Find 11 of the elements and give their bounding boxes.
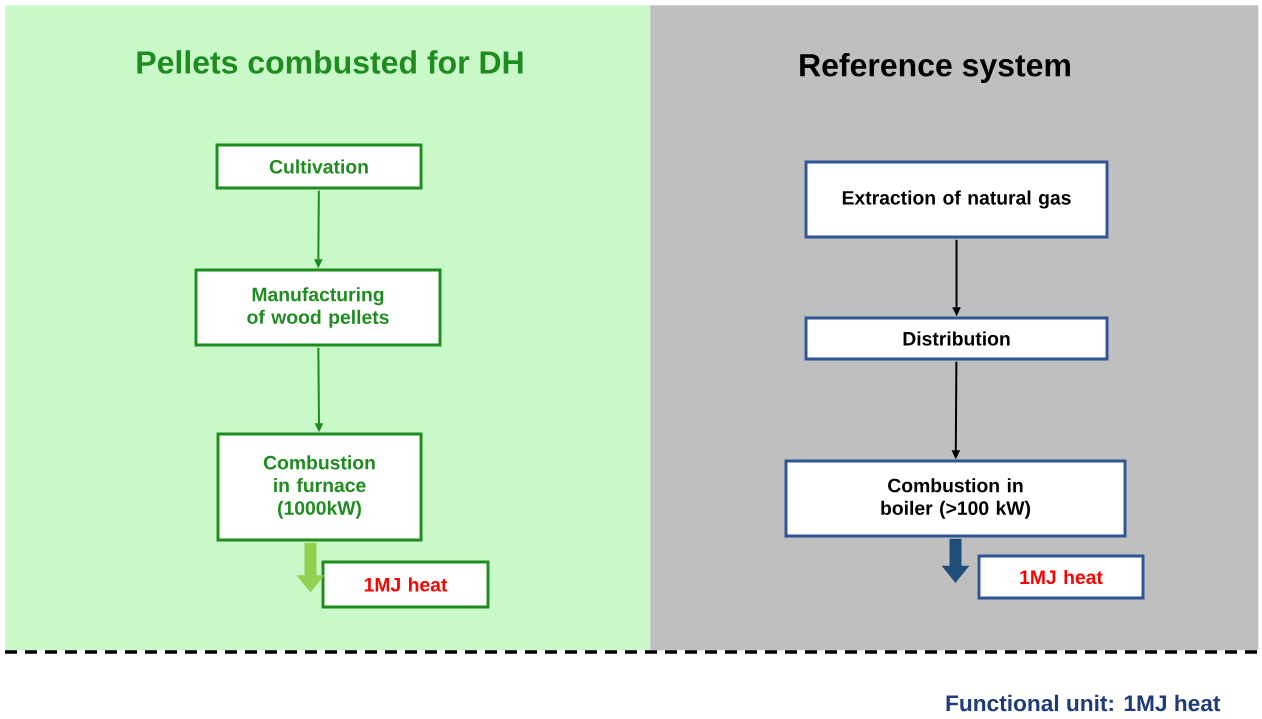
panel-heading: Pellets combusted for DH	[137, 50, 523, 74]
process-box: 1MJ heat	[977, 554, 1145, 600]
process-box: Combustion in furnace (1000kW)	[216, 432, 423, 542]
panel-heading: Reference system	[800, 53, 1070, 83]
process-box: Extraction of natural gas	[804, 160, 1109, 239]
note-text: Functional unit: 1MJ heat	[946, 694, 1221, 712]
process-box: Manufacturing of wood pellets	[194, 268, 442, 347]
process-box: Distribution	[804, 316, 1109, 361]
process-box: Combustion in boiler (>100 kW)	[784, 459, 1127, 538]
process-box: 1MJ heat	[321, 560, 490, 609]
process-box: Cultivation	[215, 143, 423, 190]
